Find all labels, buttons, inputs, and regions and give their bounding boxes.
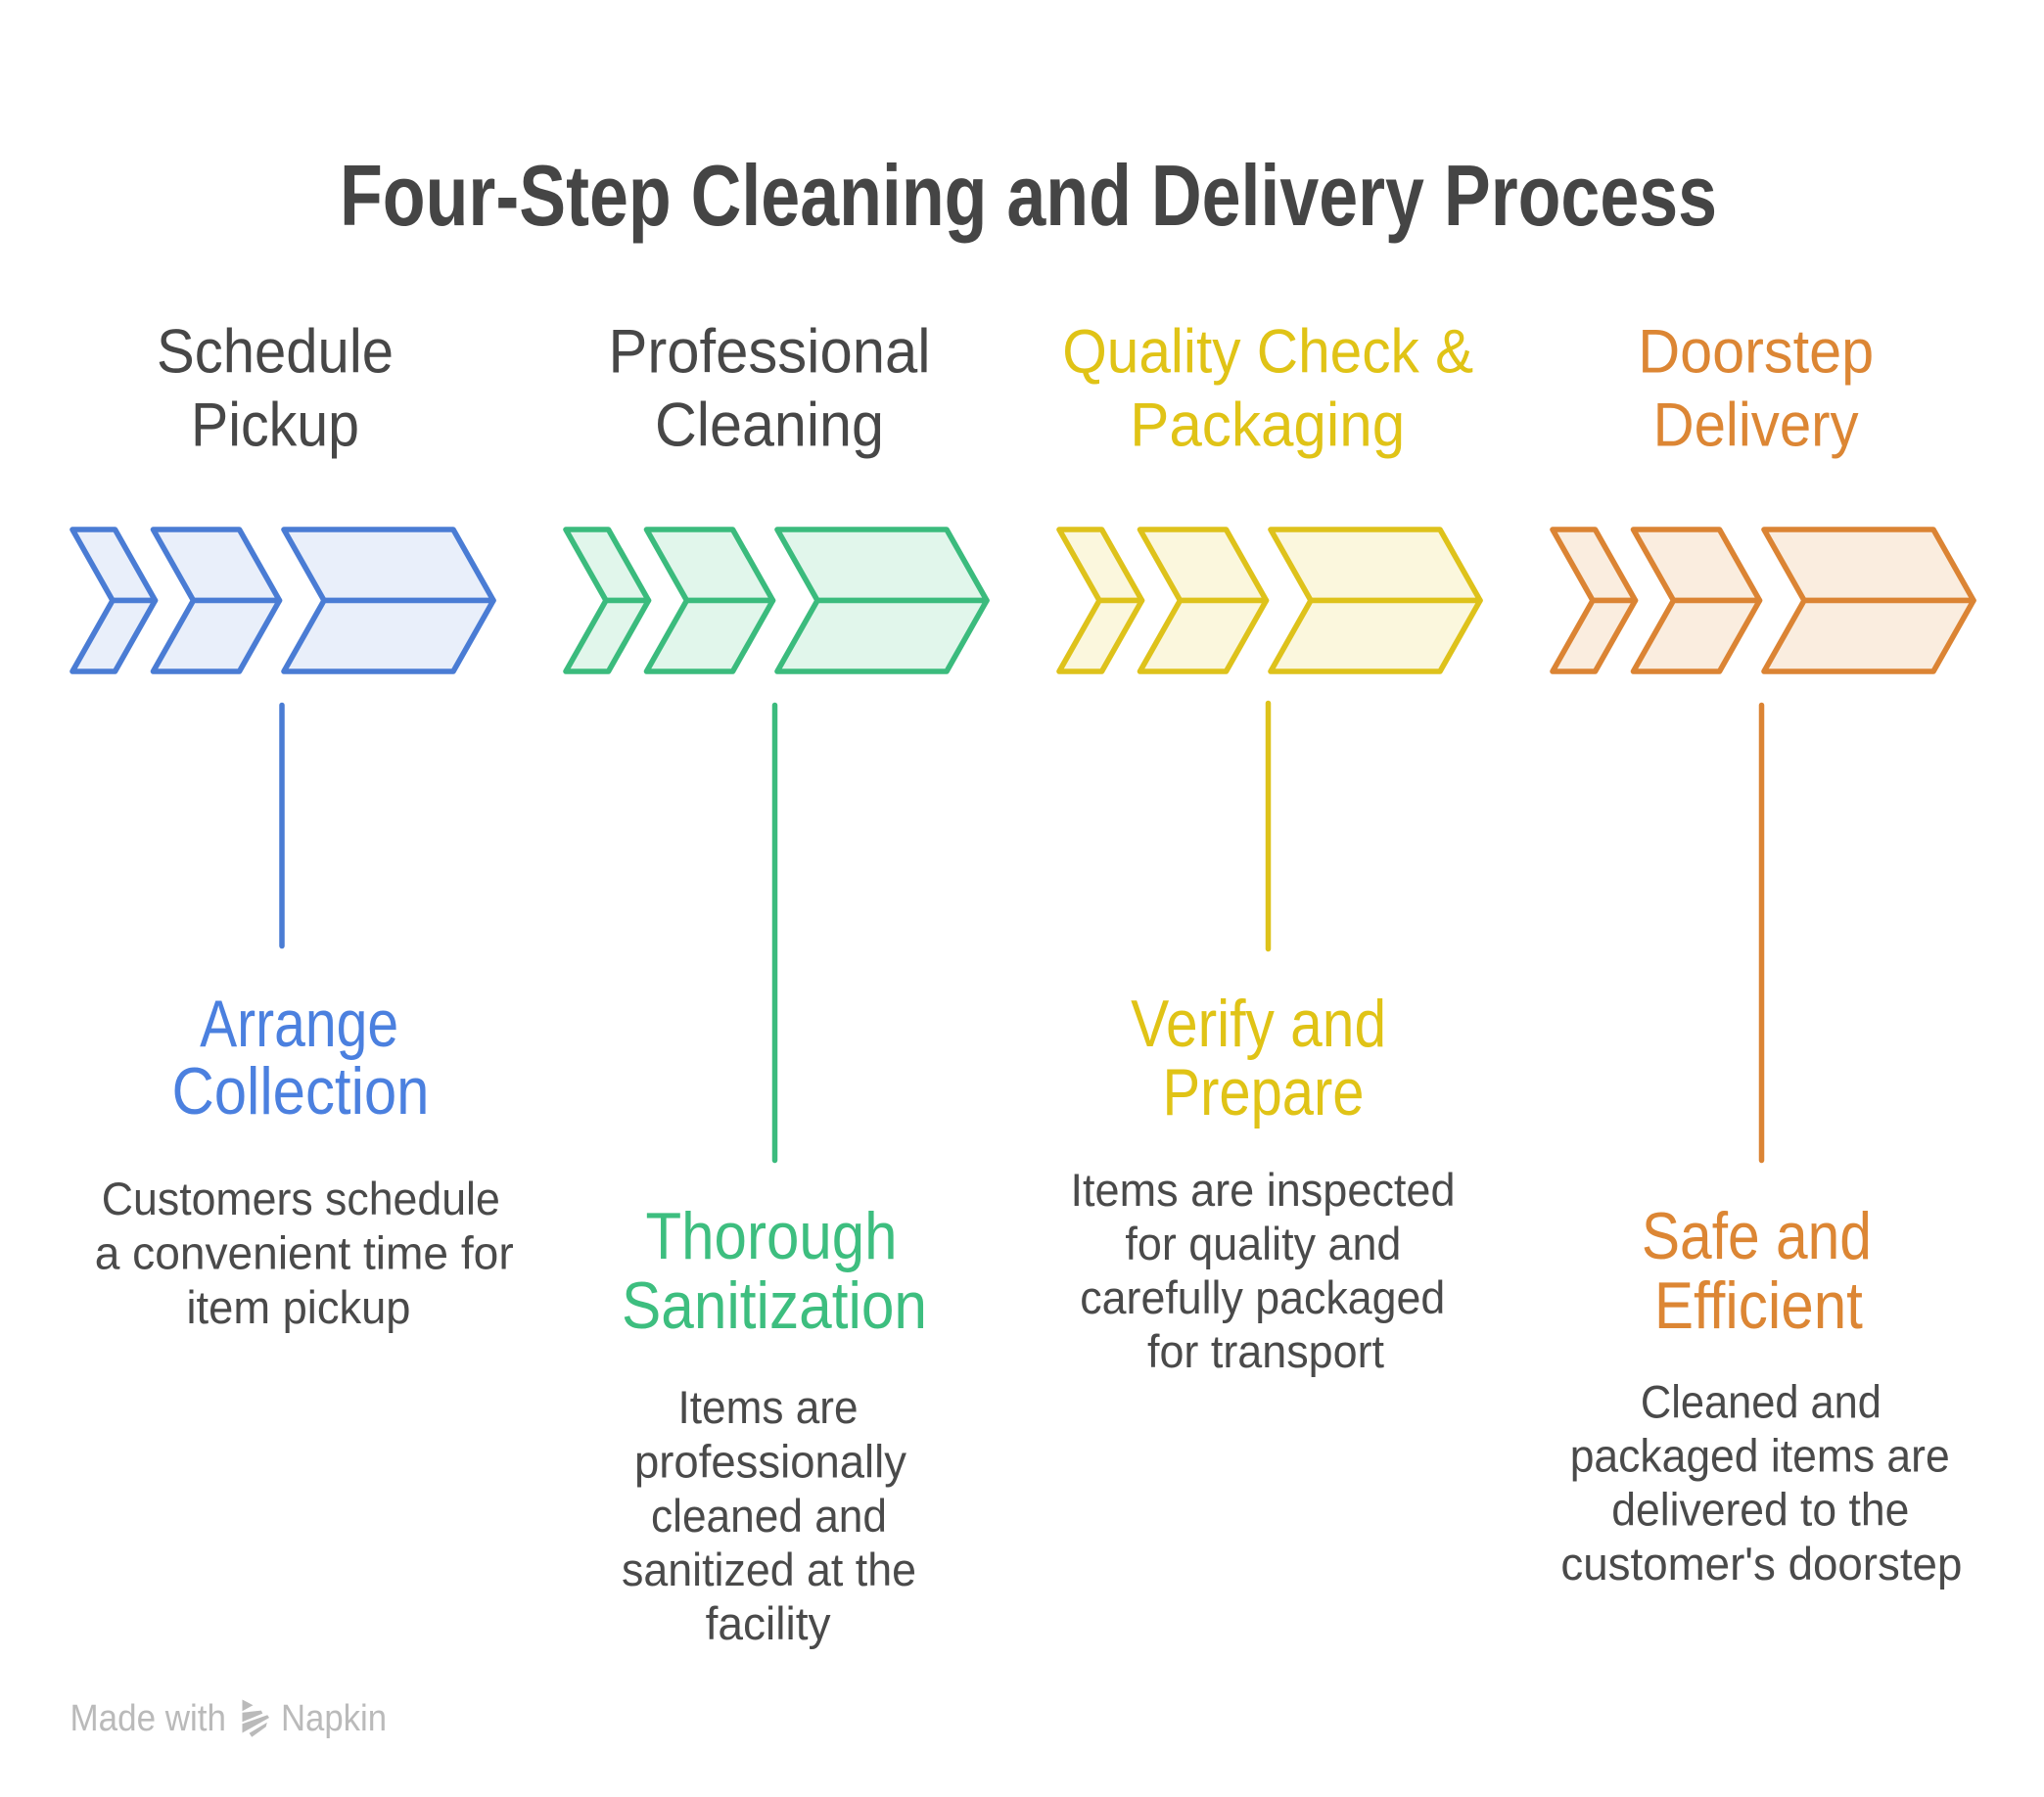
svg-text:Verify and: Verify and [1131, 987, 1386, 1061]
svg-text:Items are inspected: Items are inspected [1071, 1164, 1456, 1216]
svg-text:Items are: Items are [678, 1381, 859, 1433]
svg-text:facility: facility [706, 1597, 831, 1649]
svg-text:Thorough: Thorough [646, 1199, 898, 1273]
svg-text:cleaned and: cleaned and [651, 1490, 887, 1542]
svg-text:Delivery: Delivery [1653, 392, 1859, 460]
svg-text:professionally: professionally [634, 1436, 906, 1488]
svg-text:Cleaned and: Cleaned and [1641, 1376, 1881, 1428]
svg-text:Four-Step Cleaning and Deliver: Four-Step Cleaning and Delivery Process [340, 147, 1717, 244]
svg-text:Safe and: Safe and [1642, 1199, 1872, 1273]
svg-text:Professional: Professional [609, 318, 931, 387]
svg-text:Arrange: Arrange [200, 987, 398, 1061]
svg-text:a convenient time for: a convenient time for [95, 1227, 514, 1279]
svg-text:Customers schedule: Customers schedule [102, 1173, 500, 1224]
svg-text:carefully packaged: carefully packaged [1080, 1271, 1445, 1323]
svg-text:Doorstep: Doorstep [1638, 318, 1874, 387]
svg-text:delivered to the: delivered to the [1611, 1484, 1909, 1536]
svg-text:sanitized at the: sanitized at the [622, 1544, 916, 1595]
svg-text:Efficient: Efficient [1654, 1268, 1863, 1343]
svg-text:for transport: for transport [1147, 1325, 1384, 1377]
svg-text:packaged items are: packaged items are [1570, 1430, 1950, 1482]
svg-text:Quality Check &: Quality Check & [1062, 318, 1473, 387]
svg-text:Prepare: Prepare [1163, 1055, 1365, 1129]
svg-text:Sanitization: Sanitization [622, 1268, 927, 1343]
svg-text:Pickup: Pickup [191, 392, 359, 460]
svg-text:Made with: Made with [70, 1698, 227, 1739]
svg-text:customer's doorstep: customer's doorstep [1560, 1538, 1962, 1590]
svg-text:item pickup: item pickup [187, 1281, 411, 1333]
svg-text:Napkin: Napkin [281, 1698, 387, 1739]
svg-text:Cleaning: Cleaning [655, 392, 884, 460]
svg-text:Packaging: Packaging [1130, 392, 1405, 460]
svg-text:for quality and: for quality and [1125, 1218, 1401, 1269]
svg-text:Collection: Collection [172, 1054, 430, 1129]
svg-text:Schedule: Schedule [157, 318, 394, 387]
